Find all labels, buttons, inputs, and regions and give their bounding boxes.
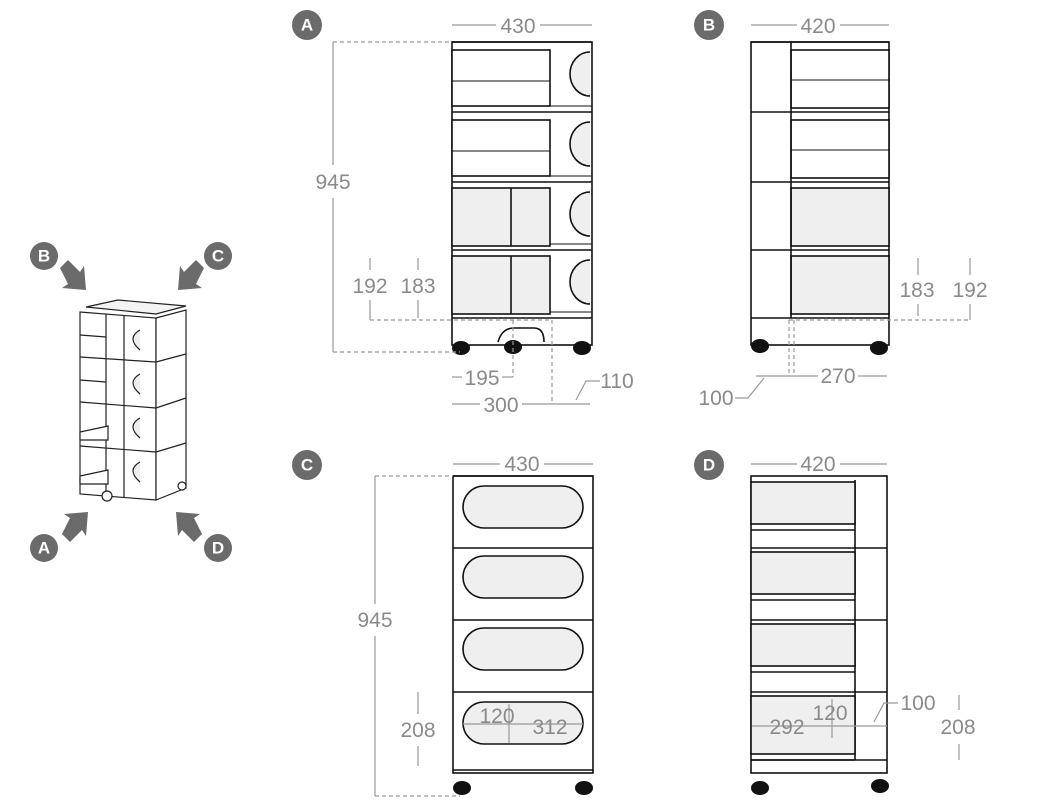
- isometric-cabinet: [79, 299, 187, 502]
- view-arrows: [60, 260, 204, 542]
- drawer: [750, 695, 856, 755]
- wheel: [452, 341, 470, 355]
- handle-cutout: [569, 51, 591, 97]
- view-label-b: B: [694, 10, 724, 40]
- wheel: [870, 341, 888, 355]
- drawer: [750, 623, 856, 667]
- arrow-b-icon: [60, 260, 86, 290]
- wheel: [751, 781, 769, 795]
- dim-a-192: 192: [352, 275, 387, 298]
- base-arch: [497, 327, 545, 343]
- iso-label-a: A: [30, 534, 58, 562]
- drawer: [750, 481, 856, 525]
- drawer: [790, 255, 890, 315]
- dim-d-width: 420: [800, 453, 835, 476]
- svg-text:B: B: [38, 247, 50, 266]
- dim-b-192: 192: [952, 279, 987, 302]
- dimension-lines: [332, 24, 971, 797]
- wheel: [573, 341, 591, 355]
- arrow-a-icon: [62, 512, 88, 542]
- drawer: [451, 49, 551, 107]
- dim-a-195: 195: [464, 367, 499, 390]
- dim-a-300: 300: [483, 394, 518, 417]
- wheel: [751, 339, 769, 353]
- dim-a-height: 945: [315, 171, 350, 194]
- drawer: [790, 119, 890, 179]
- iso-label-c: C: [204, 242, 232, 270]
- dim-a-183: 183: [400, 275, 435, 298]
- view-label-a: A: [292, 10, 322, 40]
- drawer: [750, 551, 856, 595]
- dim-c-312: 312: [532, 716, 567, 739]
- cabinet-views: [451, 41, 890, 795]
- dim-d-120: 120: [812, 702, 847, 725]
- dim-a-width: 430: [500, 15, 535, 38]
- arrow-d-icon: [176, 512, 202, 542]
- handle-opening: [462, 701, 584, 745]
- dim-b-width: 420: [800, 15, 835, 38]
- handle-opening: [462, 555, 584, 599]
- handle-cutout: [569, 191, 591, 237]
- drawer: [451, 255, 551, 315]
- dim-a-110: 110: [600, 370, 633, 393]
- dim-b-270: 270: [820, 365, 855, 388]
- dim-c-208: 208: [400, 719, 435, 742]
- dim-d-292: 292: [769, 716, 804, 739]
- dim-d-100: 100: [900, 692, 935, 715]
- dim-d-208: 208: [940, 716, 975, 739]
- svg-text:C: C: [301, 456, 313, 475]
- handle-opening: [462, 627, 584, 671]
- dim-c-height: 945: [357, 609, 392, 632]
- handle-opening: [462, 485, 584, 529]
- drawer: [790, 187, 890, 247]
- iso-label-b: B: [30, 242, 58, 270]
- dim-b-183: 183: [899, 279, 934, 302]
- view-label-c: C: [292, 450, 322, 480]
- dim-b-100: 100: [698, 387, 733, 410]
- svg-text:D: D: [703, 456, 715, 475]
- wheel: [453, 781, 471, 795]
- wheel: [871, 779, 889, 793]
- arrow-c-icon: [178, 260, 204, 290]
- svg-text:D: D: [212, 539, 224, 558]
- dim-c-width: 430: [504, 453, 539, 476]
- svg-text:A: A: [301, 16, 313, 35]
- view-label-d: D: [694, 450, 724, 480]
- svg-text:B: B: [703, 16, 715, 35]
- drawer: [451, 187, 551, 247]
- iso-label-d: D: [204, 534, 232, 562]
- svg-text:A: A: [38, 539, 50, 558]
- svg-text:C: C: [212, 247, 224, 266]
- drawer: [790, 49, 890, 109]
- drawer: [451, 119, 551, 177]
- handle-cutout: [569, 121, 591, 167]
- wheel: [575, 781, 593, 795]
- wheel: [504, 340, 522, 354]
- dim-c-120: 120: [479, 705, 514, 728]
- handle-cutout: [569, 259, 591, 305]
